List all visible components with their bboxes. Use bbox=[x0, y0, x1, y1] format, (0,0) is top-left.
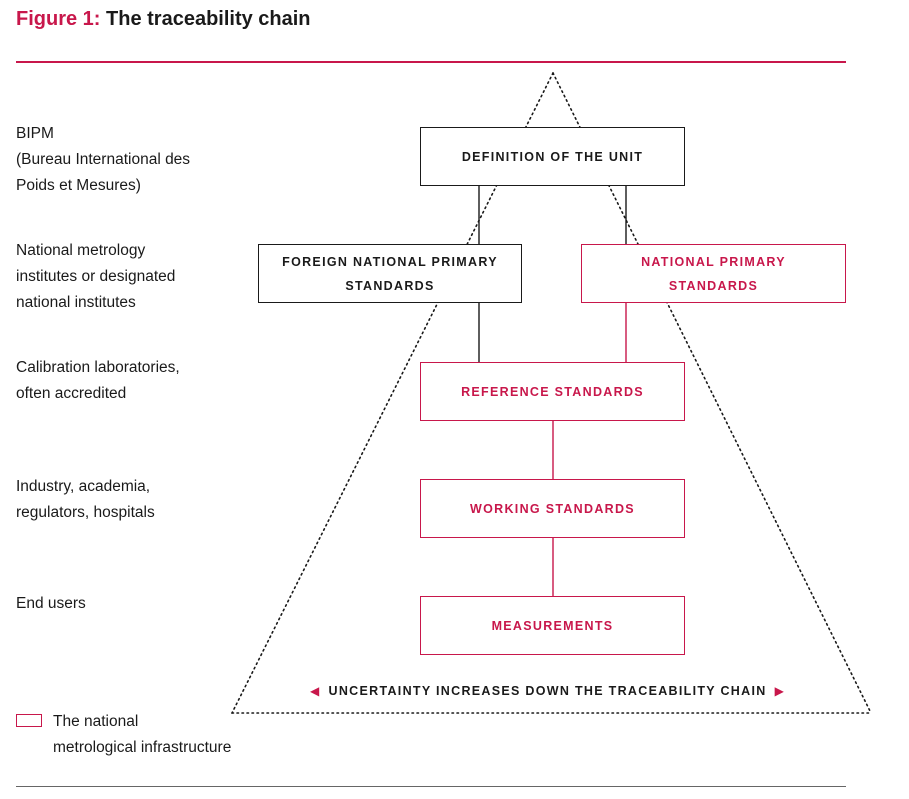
level-line: national institutes bbox=[16, 294, 136, 311]
working-standards-box: WORKING STANDARDS bbox=[420, 479, 685, 538]
box-label: DEFINITION OF THE UNIT bbox=[461, 149, 644, 164]
box-label: MEASUREMENTS bbox=[491, 618, 614, 633]
figure-name: The traceability chain bbox=[106, 8, 311, 30]
level-line: Industry, academia, bbox=[16, 478, 151, 495]
foreign-primary-standards-box: FOREIGN NATIONAL PRIMARY STANDARDS bbox=[258, 244, 522, 303]
uncertainty-note: ◀ UNCERTAINTY INCREASES DOWN THE TRACEAB… bbox=[310, 684, 785, 698]
level-national-institutes: National metrology institutes or designa… bbox=[16, 238, 175, 316]
legend-text: The national metrological infrastructure bbox=[53, 709, 231, 761]
box-label: STANDARDS bbox=[345, 278, 435, 293]
figure-title: Figure 1: The traceability chain bbox=[16, 8, 311, 31]
level-line: (Bureau International des bbox=[16, 151, 191, 168]
bottom-rule bbox=[16, 786, 846, 787]
uncertainty-text: UNCERTAINTY INCREASES DOWN THE TRACEABIL… bbox=[328, 684, 767, 698]
legend-line: metrological infrastructure bbox=[53, 739, 232, 756]
box-label: STANDARDS bbox=[668, 278, 759, 293]
level-end-users: End users bbox=[16, 591, 86, 617]
legend-line: The national bbox=[53, 713, 139, 730]
figure-label: Figure 1: bbox=[16, 8, 101, 30]
triangle-right-edge bbox=[552, 72, 872, 714]
right-triangle-icon: ▶ bbox=[774, 684, 786, 698]
level-industry: Industry, academia, regulators, hospital… bbox=[16, 474, 155, 526]
left-triangle-icon: ◀ bbox=[310, 684, 321, 698]
level-line: National metrology bbox=[16, 242, 146, 259]
box-label: NATIONAL PRIMARY bbox=[641, 254, 786, 269]
level-line: regulators, hospitals bbox=[16, 504, 155, 521]
level-line: BIPM bbox=[16, 125, 54, 142]
national-primary-standards-box: NATIONAL PRIMARY STANDARDS bbox=[581, 244, 846, 303]
level-line: End users bbox=[16, 595, 86, 612]
level-line: institutes or designated bbox=[16, 268, 176, 285]
box-label: FOREIGN NATIONAL PRIMARY bbox=[282, 254, 498, 269]
level-bipm: BIPM (Bureau International des Poids et … bbox=[16, 121, 190, 199]
level-line: Poids et Mesures) bbox=[16, 177, 141, 194]
level-line: Calibration laboratories, bbox=[16, 359, 180, 376]
box-label: WORKING STANDARDS bbox=[470, 501, 635, 516]
top-rule bbox=[16, 61, 846, 63]
level-line: often accredited bbox=[16, 385, 127, 402]
reference-standards-box: REFERENCE STANDARDS bbox=[420, 362, 685, 421]
box-label: REFERENCE STANDARDS bbox=[461, 384, 644, 399]
level-calibration-labs: Calibration laboratories, often accredit… bbox=[16, 355, 180, 407]
definition-of-unit-box: DEFINITION OF THE UNIT bbox=[420, 127, 685, 186]
legend-swatch-icon bbox=[16, 714, 42, 727]
measurements-box: MEASUREMENTS bbox=[420, 596, 685, 655]
